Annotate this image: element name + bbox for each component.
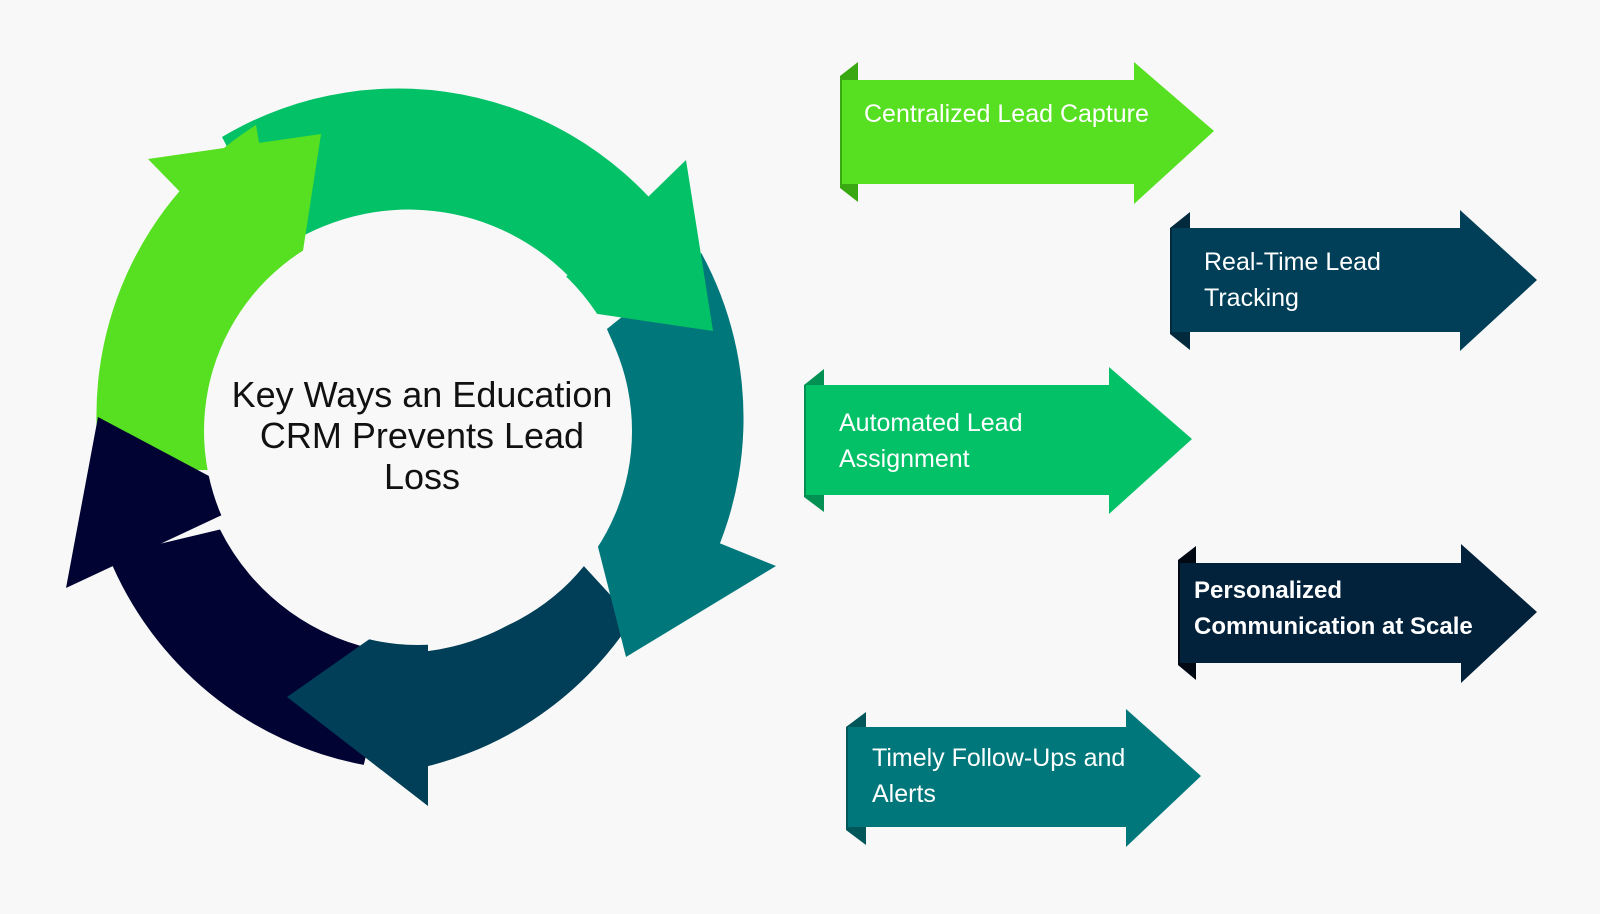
cycle-arrowhead-green xyxy=(537,160,713,331)
arrow-5-label-line-2: Alerts xyxy=(872,780,936,808)
arrow-1-label: Centralized Lead Capture xyxy=(864,96,1149,132)
arrow-3-label-line-2: Assignment xyxy=(839,445,970,473)
arrow-4-label-line-2: Communication at Scale xyxy=(1194,613,1473,640)
arrow-4-shape xyxy=(1180,544,1537,683)
arrow-3-label-line-1: Automated Lead xyxy=(839,409,1023,437)
arrow-2-label-line-2: Tracking xyxy=(1204,284,1299,312)
cycle-arrowhead-dark-teal xyxy=(287,598,428,806)
cycle-arrow-dark-teal xyxy=(400,562,633,772)
arrow-2-label-line-1: Real-Time Lead xyxy=(1204,248,1381,276)
arrow-3-label: Automated Lead Assignment xyxy=(839,405,1022,477)
cycle-arrow-green xyxy=(222,88,689,283)
arrow-5-label: Timely Follow-Ups and Alerts xyxy=(872,740,1125,812)
diagram-title: Key Ways an Education CRM Prevents Lead … xyxy=(222,374,622,497)
cycle-arrowhead-teal xyxy=(583,488,776,657)
arrow-2-shape xyxy=(1172,210,1537,351)
diagram-title-line-1: Key Ways an Education xyxy=(231,374,613,415)
cycle-arrowhead-lime xyxy=(148,134,321,309)
arrow-5-label-line-1: Timely Follow-Ups and xyxy=(872,744,1126,772)
cycle-diagram xyxy=(66,88,776,806)
arrow-4-label-line-1: Personalized xyxy=(1194,577,1343,604)
arrow-3-shape xyxy=(806,367,1192,514)
arrow-1-shape xyxy=(842,62,1214,204)
arrow-2-label: Real-Time Lead Tracking xyxy=(1204,244,1381,316)
arrow-4-label: Personalized Communication at Scale xyxy=(1194,573,1473,645)
diagram-title-line-2: CRM Prevents Lead xyxy=(259,415,585,456)
diagram-title-line-3: Loss xyxy=(383,456,461,497)
cycle-arrowhead-navy xyxy=(66,417,254,588)
arrow-5-shape xyxy=(848,709,1201,847)
arrow-1-label-line-1: Centralized Lead Capture xyxy=(864,100,1149,128)
key-ways-arrows xyxy=(804,62,1537,847)
cycle-center xyxy=(204,217,632,645)
